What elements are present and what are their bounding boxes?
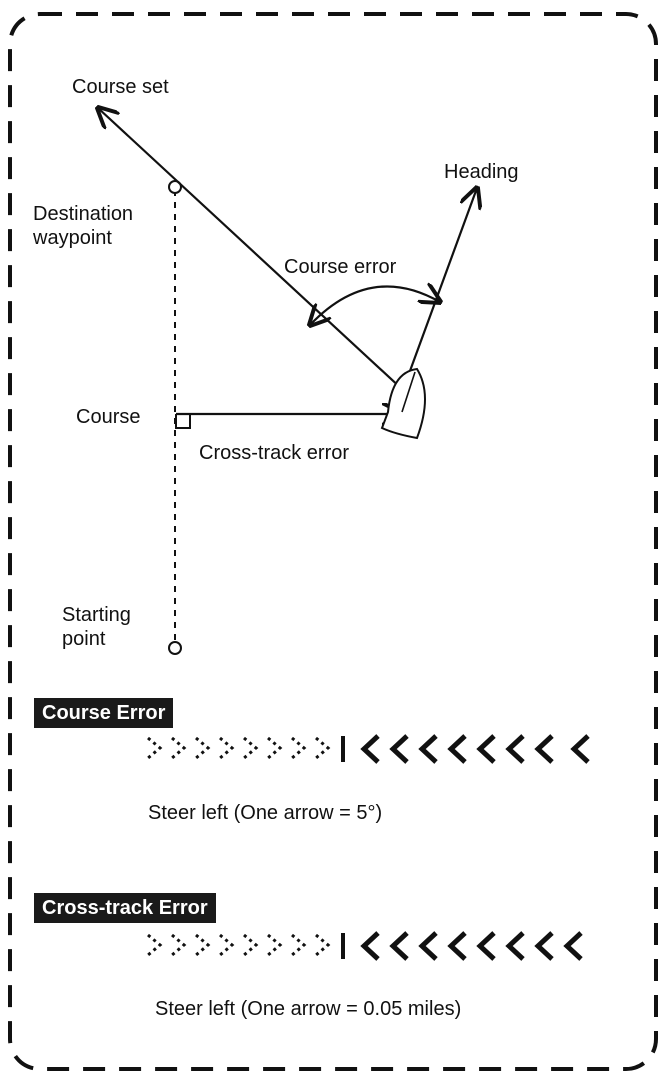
- boat-icon: [380, 367, 426, 440]
- cross-track-error-label: Cross-track error: [199, 442, 350, 464]
- cross-track-error-title: Cross-track Error: [34, 893, 216, 923]
- solid-left-chevrons: [360, 931, 583, 961]
- dotted-right-chevrons: [147, 736, 331, 760]
- starting-point-marker: [168, 641, 182, 655]
- dotted-right-chevrons: [147, 933, 331, 957]
- course-error-label: Course error: [284, 256, 397, 278]
- solid-left-chevrons: [360, 734, 590, 764]
- starting-point-label: Starting point: [62, 604, 131, 650]
- destination-waypoint-marker: [168, 180, 182, 194]
- cross-track-error-caption: Steer left (One arrow = 0.05 miles): [155, 998, 462, 1020]
- right-angle-marker: [175, 414, 191, 429]
- course-set-arrow: [98, 108, 404, 391]
- course-error-arc: [310, 286, 440, 325]
- course-label: Course: [76, 406, 141, 428]
- course-set-label: Course set: [72, 76, 169, 98]
- course-error-caption: Steer left (One arrow = 5°): [148, 802, 383, 824]
- course-error-indicator: [147, 734, 590, 764]
- heading-label: Heading: [444, 161, 519, 183]
- course-error-title: Course Error: [34, 698, 174, 728]
- cross-track-error-indicator: [147, 931, 583, 961]
- heading-arrow: [401, 188, 477, 391]
- boat-keel-line: [401, 371, 416, 413]
- destination-waypoint-label: Destination waypoint: [33, 203, 134, 249]
- frame-border: [8, 12, 658, 1071]
